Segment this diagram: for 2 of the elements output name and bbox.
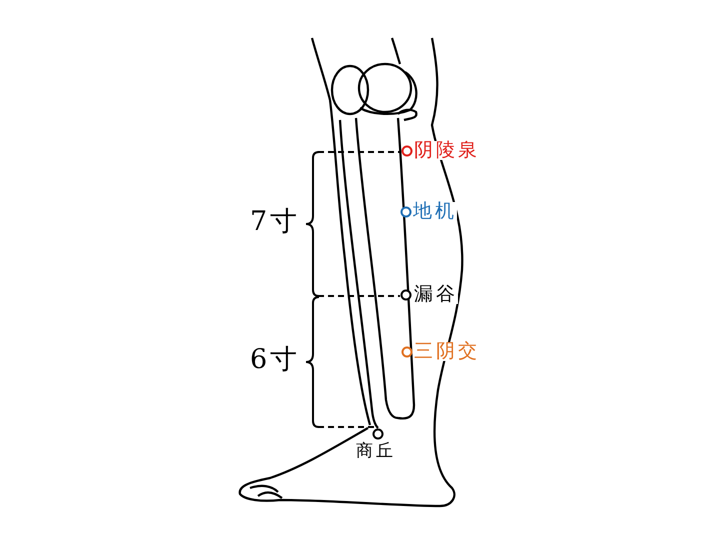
acupoint-label: 地机 [413, 202, 457, 221]
acupoint-label: 漏谷 [414, 285, 458, 304]
